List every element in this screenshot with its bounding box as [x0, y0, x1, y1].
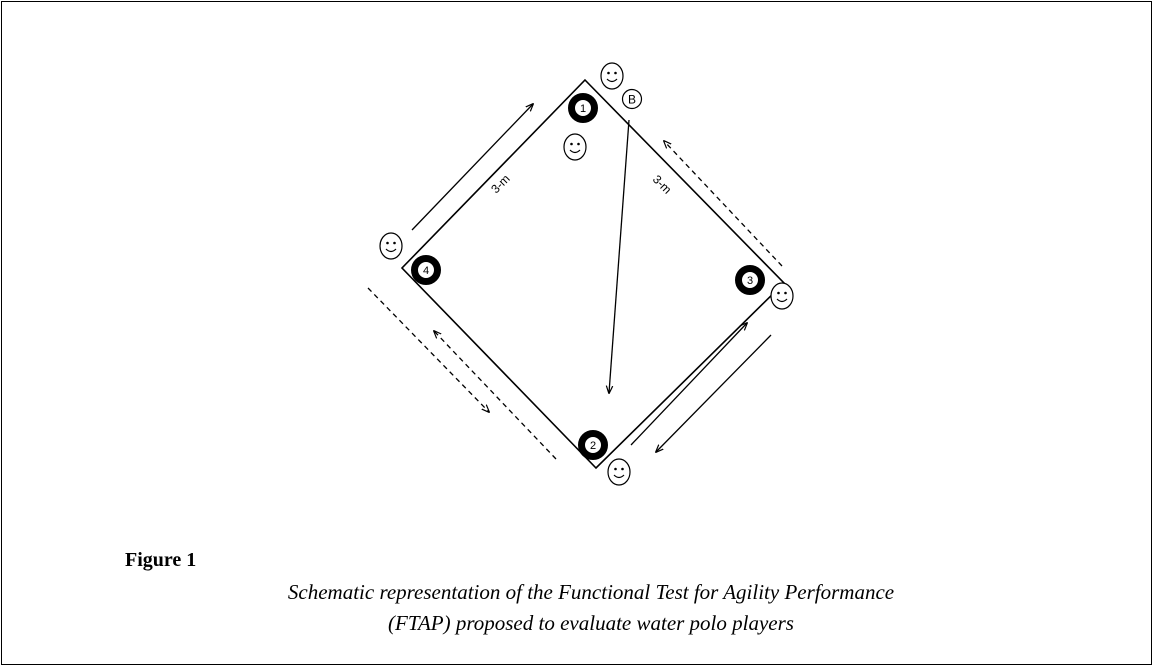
marker-label-2: 2 [590, 440, 596, 452]
arrow-icon [664, 141, 783, 267]
ball-label: B [628, 93, 636, 107]
player-smiley-icon [607, 458, 631, 486]
distance-label-right: 3-m [650, 172, 675, 197]
cone-marker-3: 3 [735, 265, 765, 295]
cone-marker-1: 1 [568, 93, 598, 123]
player-smiley-icon [600, 62, 624, 90]
player-smiley-icon [770, 282, 794, 310]
player-smiley-icon [563, 133, 587, 161]
player-near-marker-1 [563, 133, 587, 161]
player-bottom [607, 458, 631, 486]
arrow-icon [411, 104, 533, 231]
court-square [400, 78, 786, 470]
cone-marker-icon [578, 430, 608, 460]
arrow-icon [630, 323, 747, 446]
ball-icon [621, 88, 643, 110]
cone-marker-icon [411, 255, 441, 285]
player-left [379, 232, 403, 260]
cone-marker-icon [735, 265, 765, 295]
arrow-icon [609, 119, 630, 393]
player-smiley-icon [379, 232, 403, 260]
arrow-icon [434, 331, 557, 460]
caption-line-1: Schematic representation of the Function… [287, 580, 895, 604]
caption-line-2: (FTAP) proposed to evaluate water polo p… [388, 611, 794, 635]
arrow-icon [367, 287, 489, 412]
arrow-icon [656, 334, 772, 452]
ball: B [621, 88, 643, 110]
marker-label-1: 1 [580, 103, 586, 115]
cone-marker-icon [568, 93, 598, 123]
marker-label-3: 3 [747, 275, 753, 287]
figure-caption: Schematic representation of the Function… [150, 577, 1032, 639]
cone-marker-4: 4 [411, 255, 441, 285]
player-top [600, 62, 624, 90]
cone-marker-2: 2 [578, 430, 608, 460]
player-right [770, 282, 794, 310]
marker-label-4: 4 [423, 265, 429, 277]
figure-label: Figure 1 [125, 549, 197, 571]
